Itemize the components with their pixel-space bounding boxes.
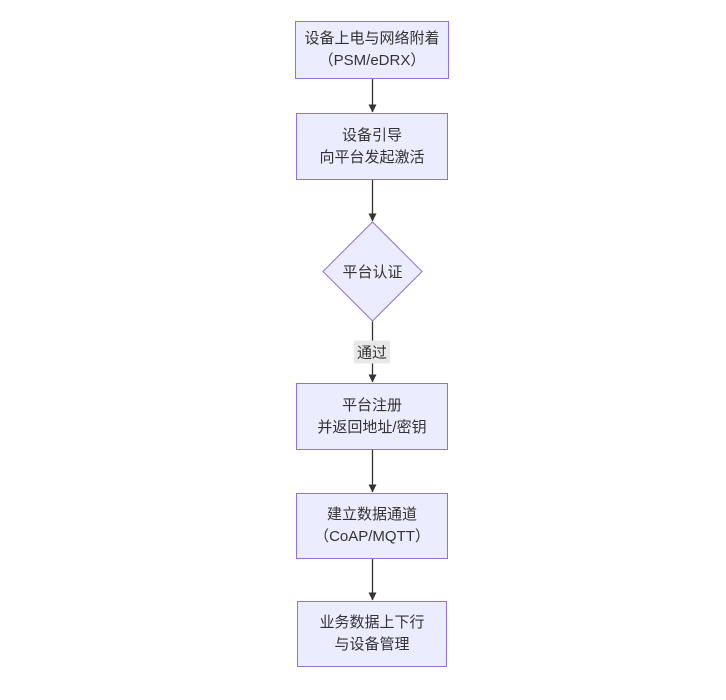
node-business-data-line2: 与设备管理 [334, 636, 410, 653]
node-data-channel: 建立数据通道 （CoAP/MQTT） [296, 493, 448, 559]
node-power-attach: 设备上电与网络附着 （PSM/eDRX） [295, 21, 449, 79]
node-power-attach-line2: （PSM/eDRX） [318, 52, 426, 69]
node-platform-register-line1: 平台注册 [341, 396, 402, 414]
node-power-attach-line1: 设备上电与网络附着 [304, 30, 440, 47]
node-boot-activate-line1: 设备引导 [341, 126, 402, 144]
node-platform-auth: 平台认证 [322, 221, 423, 322]
node-data-channel-line2: （CoAP/MQTT） [314, 528, 430, 545]
edge-label-pass: 通过 [353, 340, 391, 364]
node-business-data: 业务数据上下行 与设备管理 [297, 601, 447, 667]
node-boot-activate-line2: 向平台发起激活 [319, 148, 425, 166]
node-business-data-line1: 业务数据上下行 [319, 614, 425, 631]
node-platform-auth-label: 平台认证 [342, 264, 403, 281]
node-platform-register-line2: 并返回地址/密钥 [317, 418, 427, 436]
node-platform-register: 平台注册 并返回地址/密钥 [296, 383, 448, 450]
node-boot-activate: 设备引导 向平台发起激活 [296, 113, 448, 180]
node-data-channel-line1: 建立数据通道 [326, 506, 417, 523]
